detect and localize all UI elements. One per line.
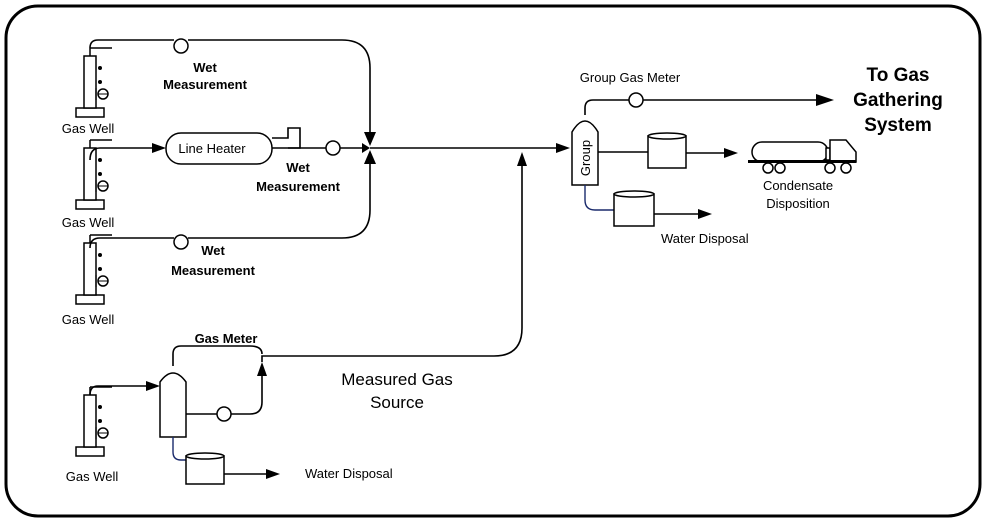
water-tank-1 xyxy=(185,455,225,485)
group-gas-pipe-a xyxy=(584,99,629,115)
meter-arrow xyxy=(257,362,267,376)
measured-gas-label-1: Measured Gas xyxy=(341,370,453,389)
manifold-arrow-right xyxy=(362,143,370,153)
well3-pipe-b xyxy=(188,164,371,239)
to-gathering-arrow xyxy=(816,94,834,106)
group-separator xyxy=(571,120,599,186)
measurement-label-2: Measurement xyxy=(256,179,340,194)
flow-arrow-heater xyxy=(152,143,166,153)
heater-stack xyxy=(272,127,301,149)
gas-well-4 xyxy=(75,386,113,457)
measurement-label-3: Measurement xyxy=(171,263,255,278)
condensate-arrow xyxy=(724,148,738,158)
group-water-line xyxy=(584,185,614,211)
measurement-label-1: Measurement xyxy=(163,77,247,92)
diagram-border xyxy=(4,4,982,518)
measured-gas-line xyxy=(261,166,523,362)
well4-pipe-a xyxy=(89,385,148,396)
measured-gas-arrow xyxy=(517,152,527,166)
test-separator xyxy=(159,372,187,438)
water-tank-1-top xyxy=(185,452,225,460)
to-gas-label-1: To Gas xyxy=(867,65,930,86)
water-disposal-arrow-1 xyxy=(266,469,280,479)
wet-label-3: Wet xyxy=(201,243,225,258)
gas-meter xyxy=(216,406,232,422)
condensate-label-1: Condensate xyxy=(763,178,833,193)
water-tank-2 xyxy=(613,193,655,227)
condensate-tank xyxy=(647,135,687,169)
water-tank-2-top xyxy=(613,190,655,198)
condensate-truck xyxy=(748,139,857,174)
well1-pipe-b xyxy=(188,39,371,132)
meter-outlet xyxy=(231,376,263,415)
line-heater-label: Line Heater xyxy=(178,141,246,156)
gas-well-3 xyxy=(75,234,113,305)
condensate-tank-top xyxy=(647,132,687,140)
water-disposal-label-2: Water Disposal xyxy=(661,231,749,246)
trunk-arrow xyxy=(556,143,570,153)
well2-pipe-a xyxy=(89,147,152,161)
measured-gas-label-2: Source xyxy=(370,393,424,412)
gas-well-label-2: Gas Well xyxy=(62,215,115,230)
manifold-arrow-up xyxy=(364,150,376,164)
gas-well-label-3: Gas Well xyxy=(62,312,115,327)
wet-meter-1 xyxy=(173,38,189,54)
wet-label-2: Wet xyxy=(286,160,310,175)
well4-arrow xyxy=(146,381,160,391)
wet-label-1: Wet xyxy=(193,60,217,75)
gas-meter-label: Gas Meter xyxy=(195,331,258,346)
separator-water-line xyxy=(172,437,186,461)
water-disposal-arrow-2 xyxy=(698,209,712,219)
group-gas-meter-label: Group Gas Meter xyxy=(580,70,681,85)
group-label: Group xyxy=(578,140,593,176)
to-gas-label-3: System xyxy=(864,115,932,136)
gas-well-1 xyxy=(75,47,113,118)
gas-well-label-4: Gas Well xyxy=(66,469,119,484)
wet-meter-2 xyxy=(325,140,341,156)
wet-meter-3 xyxy=(173,234,189,250)
gas-well-label-1: Gas Well xyxy=(62,121,115,136)
manifold-arrow-down xyxy=(364,132,376,146)
to-gas-label-2: Gathering xyxy=(853,90,943,111)
water-disposal-label-1: Water Disposal xyxy=(305,466,393,481)
group-gas-meter xyxy=(628,92,644,108)
well3-pipe-a xyxy=(89,237,174,249)
condensate-label-2: Disposition xyxy=(766,196,830,211)
separator-gas-out xyxy=(172,345,263,366)
well1-pipe-a xyxy=(89,39,174,49)
